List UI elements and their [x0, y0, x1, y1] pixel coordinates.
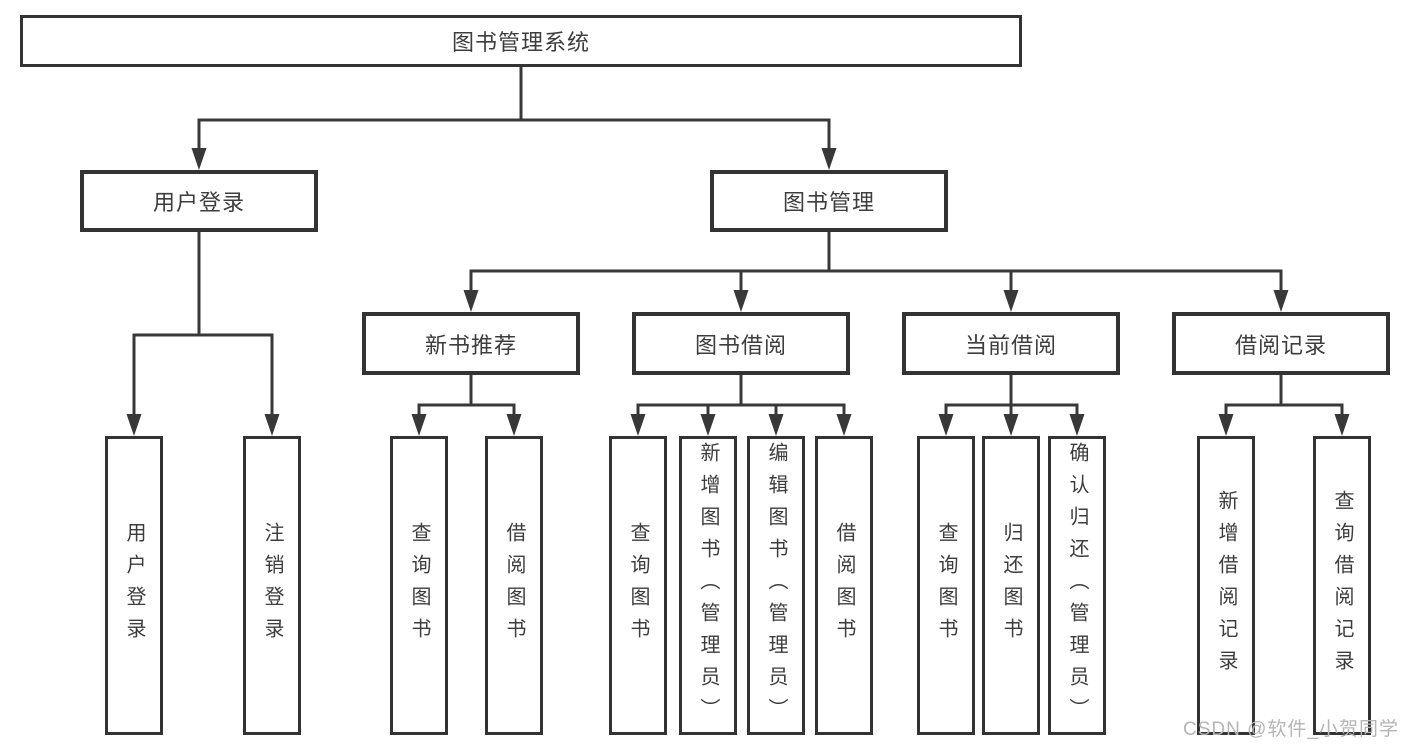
node-book-borrow: 图书借阅 [632, 312, 850, 375]
leaf-add-borrow-record: 新增借阅记录 [1197, 436, 1255, 735]
leaf-query-books-recommend: 查询图书 [390, 436, 448, 735]
leaf-add-books-admin: 新增图书（管理员） [679, 436, 737, 735]
node-library-management-system: 图书管理系统 [20, 15, 1022, 67]
leaf-query-borrow-record: 查询借阅记录 [1313, 436, 1371, 735]
leaf-query-books-current: 查询图书 [917, 436, 975, 735]
node-new-book-recommend: 新书推荐 [362, 312, 580, 375]
node-borrow-records: 借阅记录 [1172, 312, 1390, 375]
csdn-watermark: CSDN @软件_小贺同学 [1183, 719, 1399, 740]
leaf-edit-books-admin: 编辑图书（管理员） [747, 436, 805, 735]
node-book-management: 图书管理 [710, 170, 948, 232]
leaf-user-login: 用户登录 [105, 436, 163, 735]
leaf-borrow-books-recommend: 借阅图书 [485, 436, 543, 735]
node-user-login: 用户登录 [80, 170, 318, 232]
leaf-confirm-return-admin: 确认归还（管理员） [1048, 436, 1106, 735]
leaf-return-books: 归还图书 [982, 436, 1040, 735]
leaf-logout: 注销登录 [243, 436, 301, 735]
leaf-borrow-books: 借阅图书 [815, 436, 873, 735]
leaf-query-books-borrow: 查询图书 [609, 436, 667, 735]
node-current-borrow: 当前借阅 [902, 312, 1120, 375]
